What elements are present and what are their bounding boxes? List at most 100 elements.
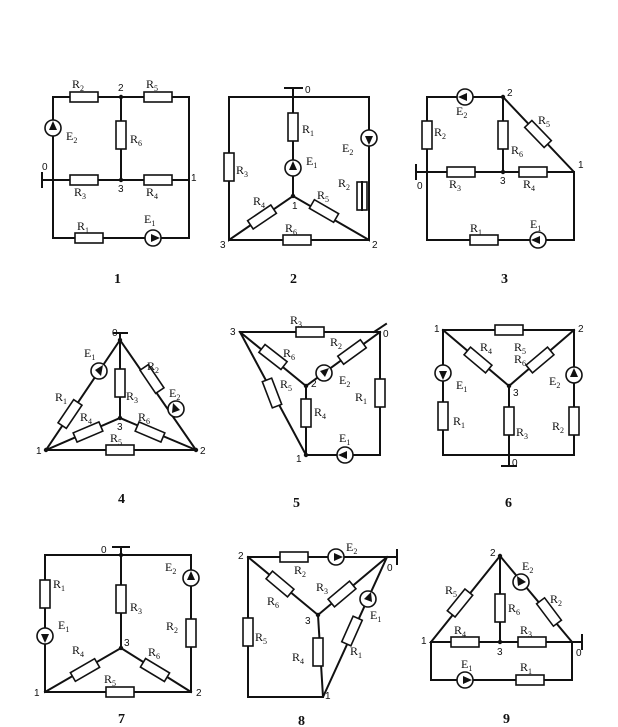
label-r3: R3 (516, 425, 528, 441)
resistor-r3 (114, 368, 126, 398)
resistor-r3 (503, 406, 515, 436)
node-label: 2 (372, 240, 378, 251)
resistor-r6 (139, 657, 171, 683)
label-e2: E2 (342, 141, 353, 157)
resistor-r5 (494, 324, 524, 336)
label-e1: E1 (456, 378, 467, 394)
circuit-4: R1 R2 R3 R4 R5 R6 E1 E2 0 3 1 2 4 (36, 328, 206, 507)
node-label: 3 (117, 422, 123, 433)
source-e2 (315, 364, 333, 382)
label-r2: R2 (338, 176, 350, 192)
label-r5: R5 (280, 377, 292, 393)
circuit-5: R3 R6 R2 R5 R1 R4 E2 E1 3 0 2 1 5 (230, 313, 389, 511)
circuit-6: R5 R4 R6 R1 R3 R2 E1 E2 1 2 3 0 6 (434, 324, 584, 511)
label-e1: E1 (306, 154, 317, 170)
label-r1: R1 (350, 644, 362, 660)
source-e2 (182, 569, 200, 587)
junction-dot (497, 639, 503, 645)
resistor-r2 (69, 91, 99, 103)
label-r6: R6 (285, 221, 297, 237)
node-label: 3 (220, 240, 226, 251)
source-e2 (456, 88, 474, 106)
label-e2: E2 (346, 540, 357, 556)
resistor-r5 (308, 198, 340, 224)
resistor-r2 (421, 120, 433, 150)
node-label: 2 (200, 446, 206, 457)
node-label: 2 (118, 83, 124, 94)
label-e2: E2 (456, 104, 467, 120)
node-label: 0 (512, 458, 518, 469)
node-label: 3 (513, 388, 519, 399)
circuit-2: R1 R3 R2 R4 R5 R6 E1 E2 0 1 3 2 2 (220, 85, 378, 287)
label-e1: E1 (370, 608, 381, 624)
resistor-r4 (312, 637, 324, 667)
source-e1 (90, 362, 108, 380)
label-r4: R4 (292, 650, 304, 666)
source-e2 (360, 129, 378, 147)
node-label: 1 (325, 691, 331, 702)
node-label: 3 (305, 616, 311, 627)
circuit-1: R2 R5 R6 R3 R4 R1 E2 E1 2 0 3 1 1 (41, 77, 197, 287)
label-e2: E2 (339, 373, 350, 389)
node-label: 2 (311, 379, 317, 390)
label-e2: E2 (522, 559, 533, 575)
junction-dot (117, 415, 123, 421)
resistor-r1 (515, 674, 545, 686)
label-r1: R1 (53, 577, 65, 593)
junction-dot (303, 383, 309, 389)
resistor-r4 (143, 174, 173, 186)
label-e1: E1 (58, 618, 69, 634)
circuit-7: R1 R3 R2 R4 R6 R5 E1 E2 0 3 1 2 7 (34, 545, 202, 727)
circuit-1-wires (41, 96, 190, 239)
label-r6: R6 (148, 645, 160, 661)
node-label: 2 (490, 548, 496, 559)
resistor-r5 (105, 686, 135, 698)
label-r2: R2 (434, 125, 446, 141)
resistor-r1 (374, 378, 386, 408)
node-label: 2 (238, 551, 244, 562)
label-r6: R6 (511, 143, 523, 159)
label-r1: R1 (355, 390, 367, 406)
node-label: 0 (42, 162, 48, 173)
circuit-3: R2 R6 R5 R3 R4 R1 E2 E1 2 1 0 3 3 (415, 88, 584, 287)
resistor-r6 (265, 570, 295, 598)
source-e2 (512, 573, 530, 591)
resistor-r4 (518, 166, 548, 178)
node-label: 1 (34, 688, 40, 699)
resistor-r1 (287, 112, 299, 142)
label-r3: R3 (126, 389, 138, 405)
label-r3: R3 (290, 313, 302, 329)
resistor-r4 (300, 398, 312, 428)
node-label: 1 (296, 454, 302, 465)
resistor-r5 (143, 91, 173, 103)
label-r2: R2 (552, 419, 564, 435)
diagram-number: 4 (118, 492, 125, 507)
label-r5: R5 (110, 431, 122, 447)
label-r4: R4 (454, 623, 466, 639)
label-r5: R5 (445, 583, 457, 599)
junction-dot (506, 383, 512, 389)
circuit-8-wires (246, 549, 398, 699)
node-label: 0 (112, 328, 118, 339)
junction-dot (290, 193, 296, 199)
circuit-3-wires (415, 96, 575, 241)
label-r6: R6 (283, 346, 295, 362)
label-r1: R1 (55, 390, 67, 406)
label-r6: R6 (267, 594, 279, 610)
label-r2: R2 (166, 619, 178, 635)
junction-dot (118, 645, 124, 651)
resistor-r3 (446, 166, 476, 178)
resistor-r6 (497, 120, 509, 150)
circuit-6-wires (441, 328, 576, 467)
circuit-9: R5 R2 R6 R4 R3 R1 E2 E1 2 1 3 0 9 (421, 548, 583, 727)
label-r2: R2 (294, 563, 306, 579)
resistor-r3 (115, 584, 127, 614)
label-r1: R1 (520, 660, 532, 676)
diagram-number: 6 (505, 496, 512, 511)
node-label: 1 (578, 160, 584, 171)
junction-dot (315, 612, 321, 618)
source-e1 (456, 671, 474, 689)
resistor-r1 (437, 401, 449, 431)
label-r2: R2 (550, 592, 562, 608)
node-label: 0 (417, 181, 423, 192)
